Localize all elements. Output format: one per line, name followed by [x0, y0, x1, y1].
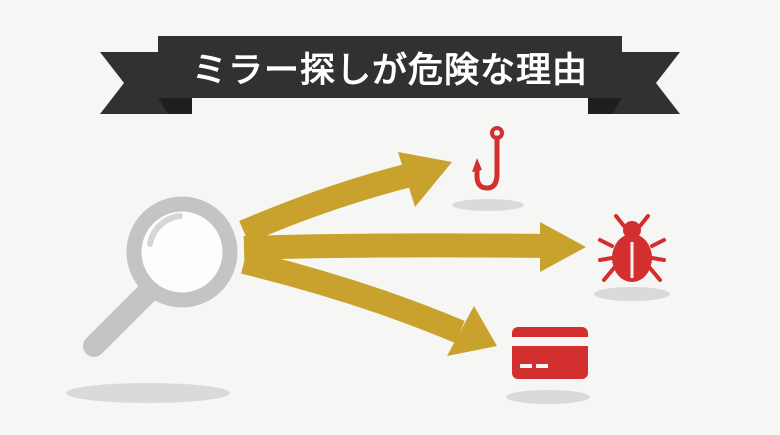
- magnifying-glass-icon: [83, 196, 238, 357]
- card-number-1: [520, 364, 532, 368]
- card-body: [512, 327, 588, 379]
- hook-body: [474, 135, 500, 191]
- arrow-to-bug-shaft: [243, 233, 547, 260]
- banner-tail-left: [100, 52, 168, 114]
- title-banner: [100, 36, 680, 114]
- banner-fold-left: [158, 98, 192, 114]
- fishing-hook-icon: [472, 126, 504, 191]
- arrow-to-bug-head: [540, 222, 586, 272]
- magnifier-lens-ring: [126, 196, 238, 308]
- hook-barb: [472, 158, 482, 172]
- page-title: ミラー探しが危険な理由: [191, 50, 588, 91]
- arrow-to-card-shaft: [241, 250, 465, 344]
- banner-fold-right: [588, 98, 622, 114]
- magnifier-shadow: [66, 383, 230, 403]
- bug-shadow: [594, 287, 670, 301]
- banner-tail-right: [612, 52, 680, 114]
- arrow-to-hook-shaft: [239, 162, 417, 244]
- card-stripe: [512, 337, 588, 346]
- card-number-2: [536, 364, 548, 368]
- arrow-to-card-head: [447, 306, 497, 356]
- bug-icon: [598, 214, 666, 282]
- credit-card-icon: [512, 327, 588, 379]
- arrows: [239, 152, 586, 356]
- card-shadow: [506, 390, 590, 404]
- magnifier-handle: [83, 281, 159, 357]
- arrow-to-hook-head: [398, 152, 452, 207]
- magnifier-glare: [147, 213, 183, 247]
- hook-shadow: [452, 199, 524, 211]
- banner-main: [158, 36, 622, 98]
- bug-head: [623, 221, 641, 239]
- ground-shadows: [66, 199, 670, 404]
